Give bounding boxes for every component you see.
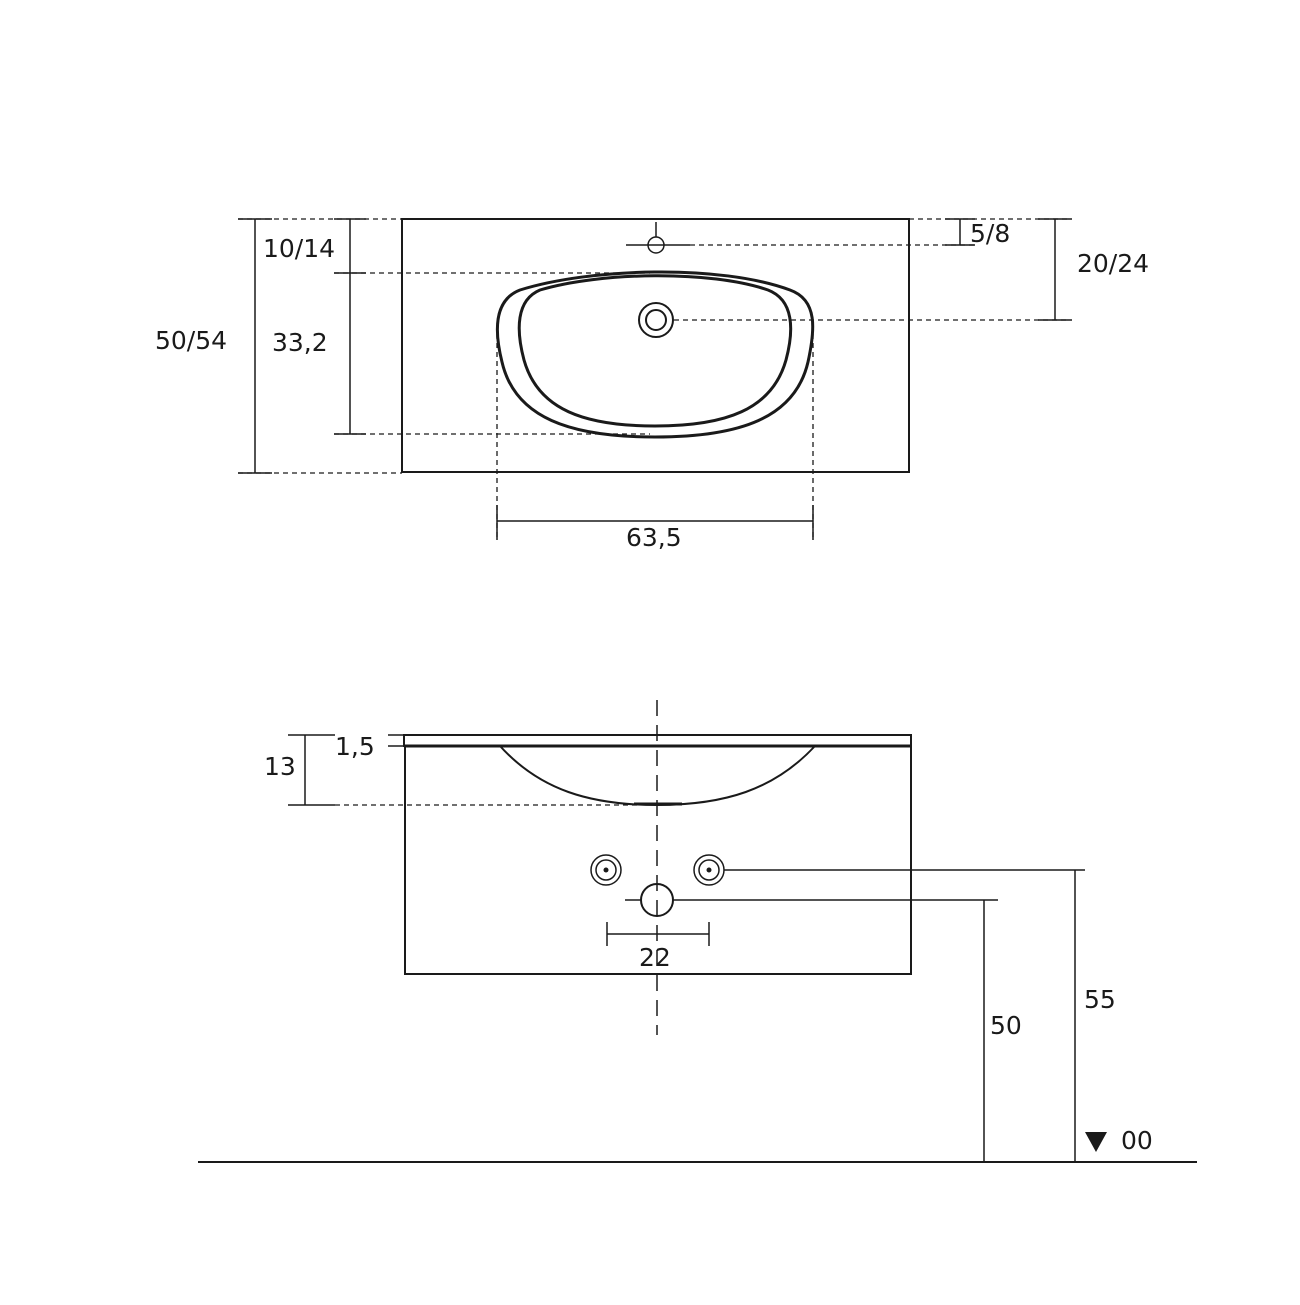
dim-overall-depth: 50/54 xyxy=(155,326,227,355)
front-view: 22 55 50 1,5 13 00 xyxy=(198,700,1197,1163)
drain-outer xyxy=(638,302,674,338)
dim-top-thickness: 1,5 xyxy=(335,732,375,761)
dim-tap-hole: 5/8 xyxy=(970,219,1010,248)
water-connection-left xyxy=(590,854,622,886)
dim-front-to-bowl: 10/14 xyxy=(263,234,335,263)
water-connection-right xyxy=(693,854,725,886)
top-view: 50/54 10/14 33,2 5/8 20/24 63,5 xyxy=(155,218,1149,552)
countertop-outline xyxy=(401,218,910,473)
dim-drain-position: 20/24 xyxy=(1077,249,1149,278)
dim-connection-spacing: 22 xyxy=(639,943,671,972)
dim-bowl-height: 13 xyxy=(264,752,296,781)
dim-bowl-depth: 33,2 xyxy=(272,328,328,357)
dim-drain-height: 50 xyxy=(990,1011,1022,1040)
dim-supply-height: 55 xyxy=(1084,985,1116,1014)
dim-bowl-width: 63,5 xyxy=(626,523,682,552)
level-marker-icon xyxy=(1085,1132,1107,1152)
cabinet-body xyxy=(404,745,912,975)
floor-level-label: 00 xyxy=(1121,1126,1153,1155)
basin-inner-bowl xyxy=(517,274,793,428)
drain-inner xyxy=(645,309,667,331)
basin-outer-rim xyxy=(495,270,815,439)
